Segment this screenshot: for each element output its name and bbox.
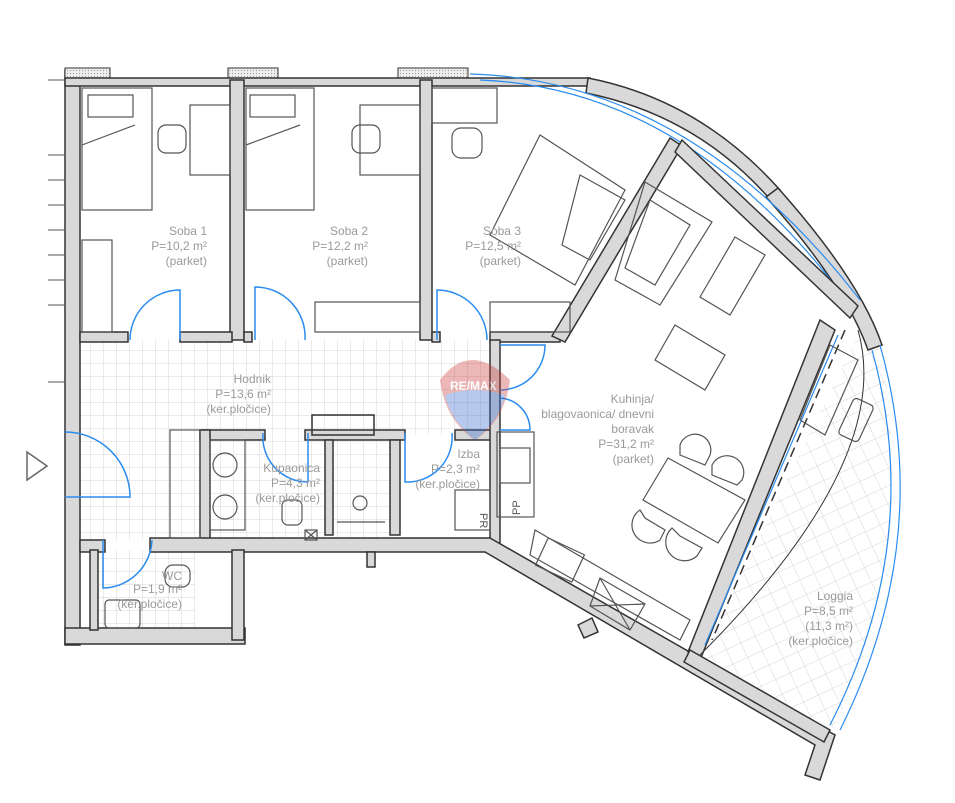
soba1-floor: (parket) xyxy=(166,254,207,268)
pp-mark: PP xyxy=(511,500,523,515)
loggia-name: Loggia xyxy=(817,589,853,603)
soba3-floor: (parket) xyxy=(480,254,521,268)
entrance-arrow-icon xyxy=(26,450,49,482)
wc-floor: (ker.pločice) xyxy=(117,597,182,611)
walls xyxy=(64,67,901,781)
loggia-floor: (ker.pločice) xyxy=(788,634,853,648)
kupaonica-floor: (ker.pločice) xyxy=(255,491,320,505)
stair-ticks xyxy=(48,79,65,383)
pr-mark: PR xyxy=(477,513,489,528)
kitchen-line3: boravak xyxy=(611,422,655,436)
kitchen-area: P=31,2 m² xyxy=(598,437,654,451)
loggia-area: P=8,5 m² xyxy=(804,604,853,618)
izba-name: Izba xyxy=(457,447,480,461)
soba2-area: P=12,2 m² xyxy=(312,239,368,253)
soba3-area: P=12,5 m² xyxy=(465,239,521,253)
izba-floor: (ker.pločice) xyxy=(415,477,480,491)
soba1-name: Soba 1 xyxy=(169,224,207,238)
entry-floor xyxy=(65,430,200,540)
soba2-floor: (parket) xyxy=(327,254,368,268)
soba3-name: Soba 3 xyxy=(483,224,521,238)
soba2-name: Soba 2 xyxy=(330,224,368,238)
wc-area: P=1,9 m² xyxy=(133,582,182,596)
kupaonica-name: Kupaonica xyxy=(263,461,320,475)
hodnik-floor xyxy=(80,340,500,435)
hodnik-name: Hodnik xyxy=(234,372,272,386)
furniture xyxy=(81,87,874,641)
kitchen-floor: (parket) xyxy=(613,452,654,466)
izba-area: P=2,3 m² xyxy=(431,462,480,476)
remax-watermark: RE/MAX xyxy=(440,360,510,440)
hodnik-area: P=13,6 m² xyxy=(215,387,271,401)
kitchen-line1: Kuhinja/ xyxy=(611,392,655,406)
loggia-area-gross: (11,3 m²) xyxy=(805,619,853,633)
hodnik-floor: (ker.pločice) xyxy=(206,402,271,416)
kupaonica-area: P=4,3 m² xyxy=(271,476,320,490)
loggia-floor xyxy=(700,330,893,735)
labels: Soba 1 P=10,2 m² (parket) Soba 2 P=12,2 … xyxy=(117,224,853,648)
watermark-text: RE/MAX xyxy=(450,379,497,393)
kitchen-line2: blagovaonica/ dnevni xyxy=(541,407,654,421)
wc-name: WC xyxy=(162,569,182,583)
soba1-area: P=10,2 m² xyxy=(151,239,207,253)
doors xyxy=(64,286,546,589)
